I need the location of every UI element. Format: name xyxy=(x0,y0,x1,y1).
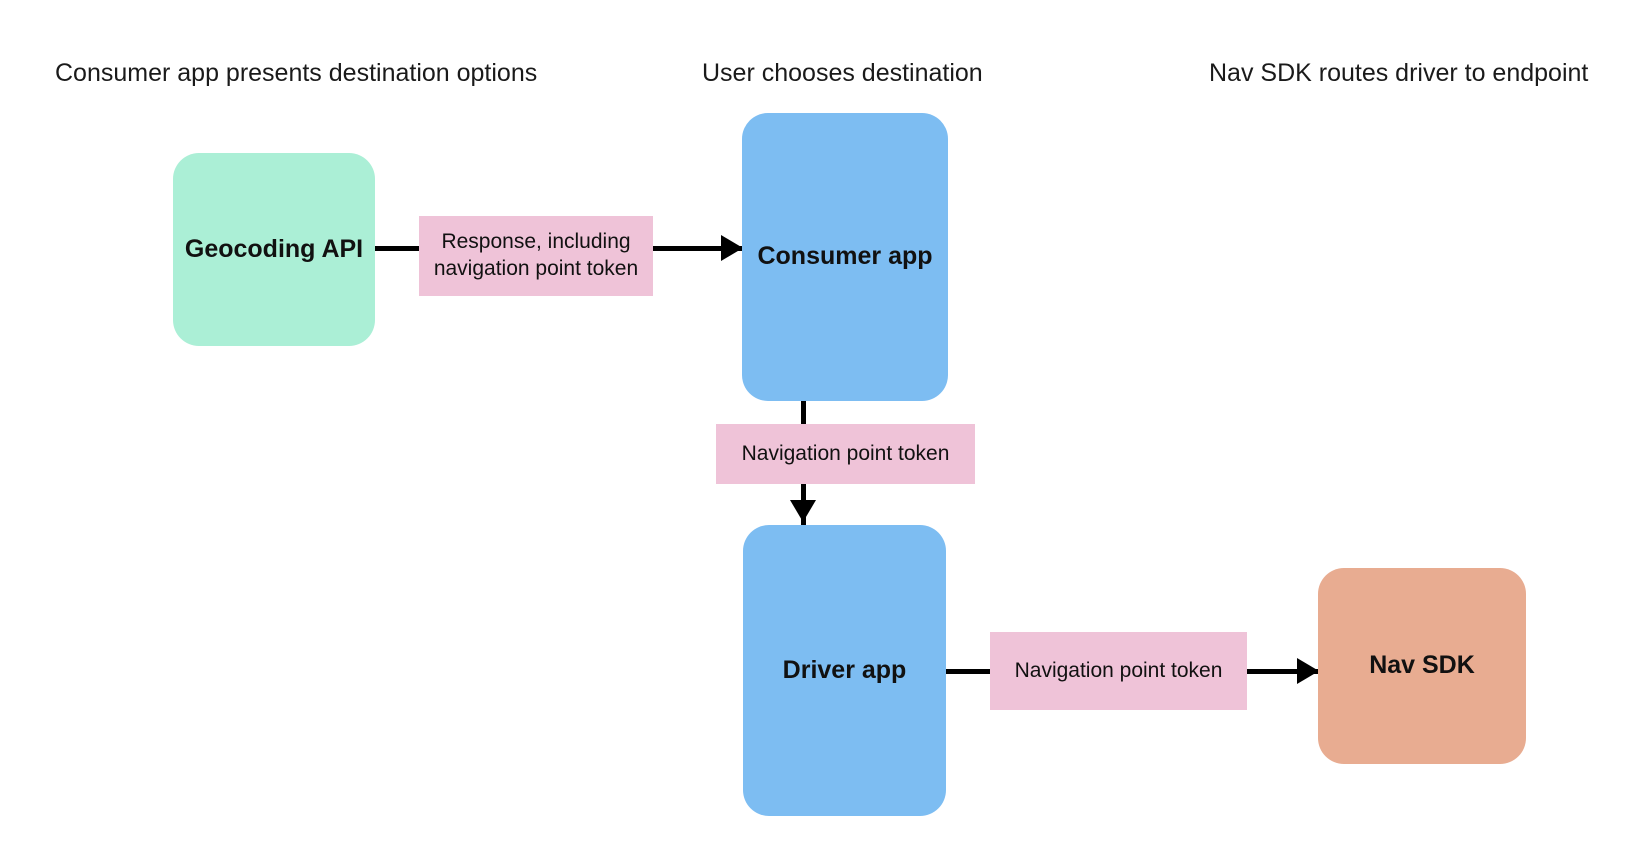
node-driver-app[interactable]: Driver app xyxy=(743,525,946,816)
column-header-nav-sdk: Nav SDK routes driver to endpoint xyxy=(1209,59,1589,87)
node-nav-sdk[interactable]: Nav SDK xyxy=(1318,568,1526,764)
edge-label-consumer-to-driver-token-text: Navigation point token xyxy=(741,441,950,465)
node-consumer-app[interactable]: Consumer app xyxy=(742,113,948,401)
arrowhead-geocoding-to-consumer-icon xyxy=(721,235,743,261)
edge-label-driver-to-navsdk-token-text: Navigation point token xyxy=(1014,658,1223,682)
node-geocoding-api[interactable]: Geocoding API xyxy=(173,153,375,346)
node-nav-sdk-label: Nav SDK xyxy=(1369,651,1475,680)
column-header-user-chooses: User chooses destination xyxy=(702,59,983,87)
node-consumer-app-label: Consumer app xyxy=(757,242,933,271)
column-header-consumer-app: Consumer app presents destination option… xyxy=(55,59,538,87)
arrowhead-consumer-to-driver-icon xyxy=(790,500,816,522)
arrowhead-driver-to-navsdk-icon xyxy=(1297,658,1319,684)
edge-label-consumer-to-driver-token: Navigation point token xyxy=(716,424,975,484)
node-geocoding-api-label: Geocoding API xyxy=(184,234,364,263)
edge-label-driver-to-navsdk-token: Navigation point token xyxy=(990,632,1247,710)
node-driver-app-label: Driver app xyxy=(782,655,907,684)
edge-label-response-token-text: Response, including navigation point tok… xyxy=(433,230,639,280)
edge-label-response-token: Response, including navigation point tok… xyxy=(419,216,653,296)
